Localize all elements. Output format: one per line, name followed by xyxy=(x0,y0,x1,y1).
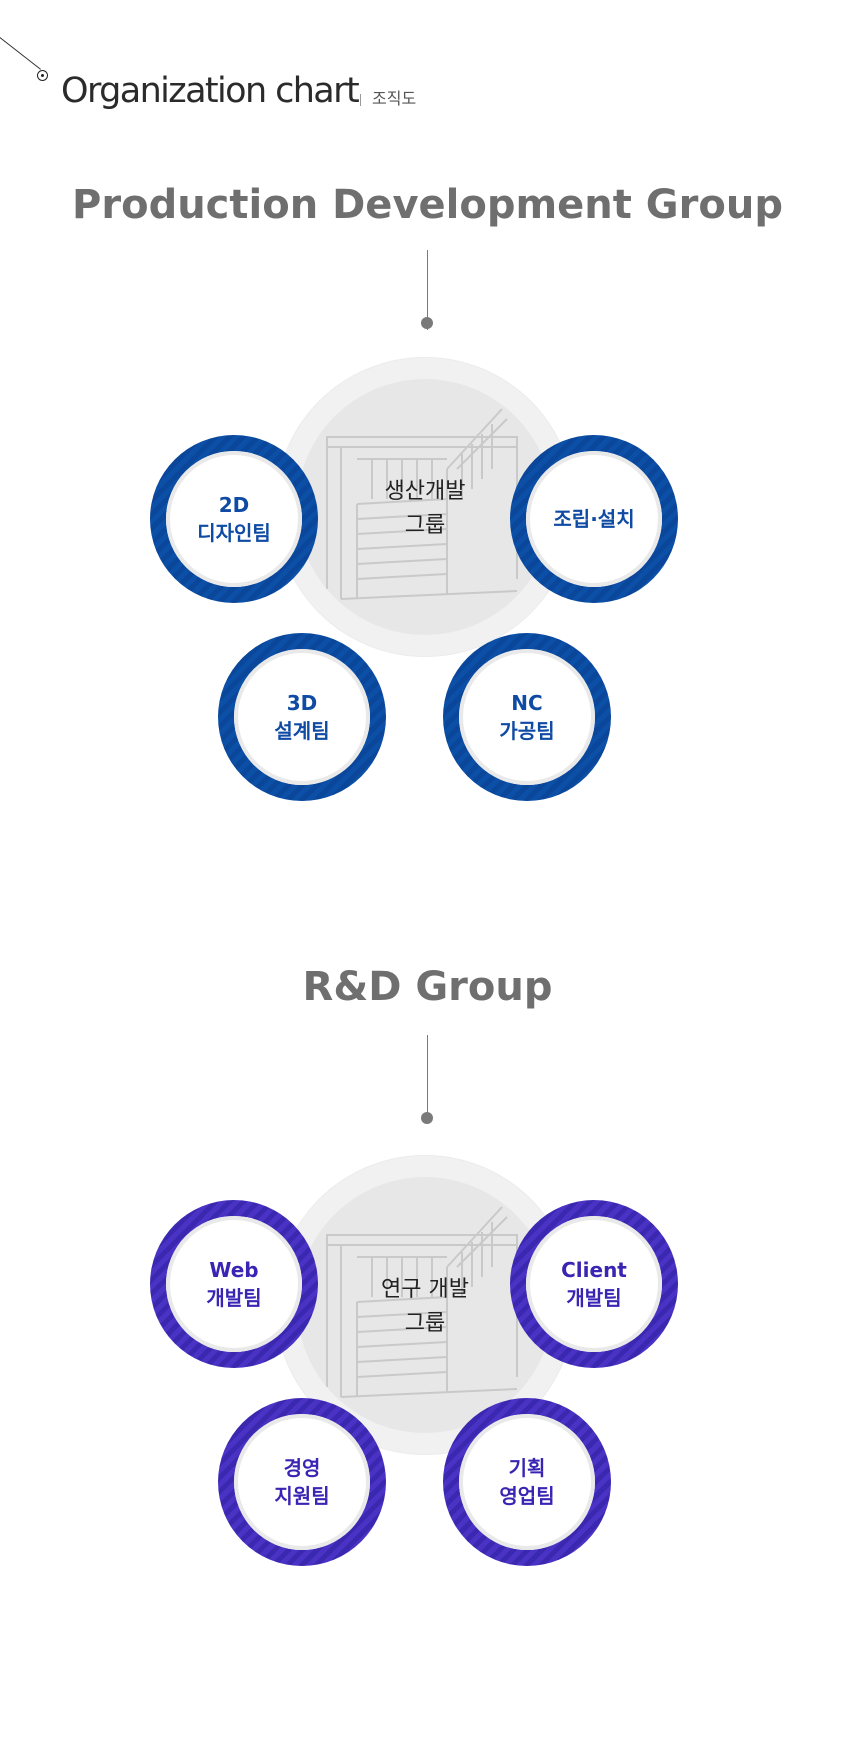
team-assembly-installation: 조립·설치 xyxy=(510,435,678,603)
group-center-label: 생산개발 그룹 xyxy=(384,479,466,538)
team-line1: Web xyxy=(209,1258,259,1282)
connector-dot xyxy=(421,1112,433,1124)
header-decor-line xyxy=(0,37,41,70)
team-line1: 기획 xyxy=(508,1456,546,1480)
page-subtitle: 조직도 xyxy=(372,89,417,108)
team-web-dev: Web 개발팀 xyxy=(150,1200,318,1368)
team-line2: 영업팀 xyxy=(499,1484,555,1508)
team-line2: 개발팀 xyxy=(206,1286,262,1310)
title-separator xyxy=(360,94,361,106)
team-3d-design: 3D 설계팀 xyxy=(218,633,386,801)
connector-dot xyxy=(421,317,433,329)
team-line2: 디자인팀 xyxy=(197,521,271,545)
connector-line xyxy=(427,1035,428,1115)
page-title: Organization chart xyxy=(61,71,360,111)
team-line1: 3D xyxy=(286,691,318,715)
team-line1: NC xyxy=(511,691,543,715)
team-line1: 2D xyxy=(218,493,250,517)
group-title-production: Production Development Group xyxy=(72,182,783,228)
staircase-illustration xyxy=(297,379,553,635)
staircase-illustration xyxy=(297,1177,553,1433)
team-nc-machining: NC 가공팀 xyxy=(443,633,611,801)
group-title-rnd: R&D Group xyxy=(302,964,553,1010)
team-line2: 개발팀 xyxy=(566,1286,622,1310)
team-client-dev: Client 개발팀 xyxy=(510,1200,678,1368)
team-line2: 가공팀 xyxy=(499,719,555,743)
header-bullet-icon xyxy=(37,70,48,81)
team-line1: 조립·설치 xyxy=(553,507,635,531)
group-center-production: 생산개발 그룹 xyxy=(275,357,575,657)
group-center-label: 연구 개발 그룹 xyxy=(381,1277,469,1336)
team-line1: Client xyxy=(561,1258,627,1282)
team-2d-design: 2D 디자인팀 xyxy=(150,435,318,603)
team-line2: 지원팀 xyxy=(274,1484,330,1508)
team-line1: 경영 xyxy=(283,1456,321,1480)
connector-line xyxy=(427,250,428,330)
team-line2: 설계팀 xyxy=(274,719,330,743)
